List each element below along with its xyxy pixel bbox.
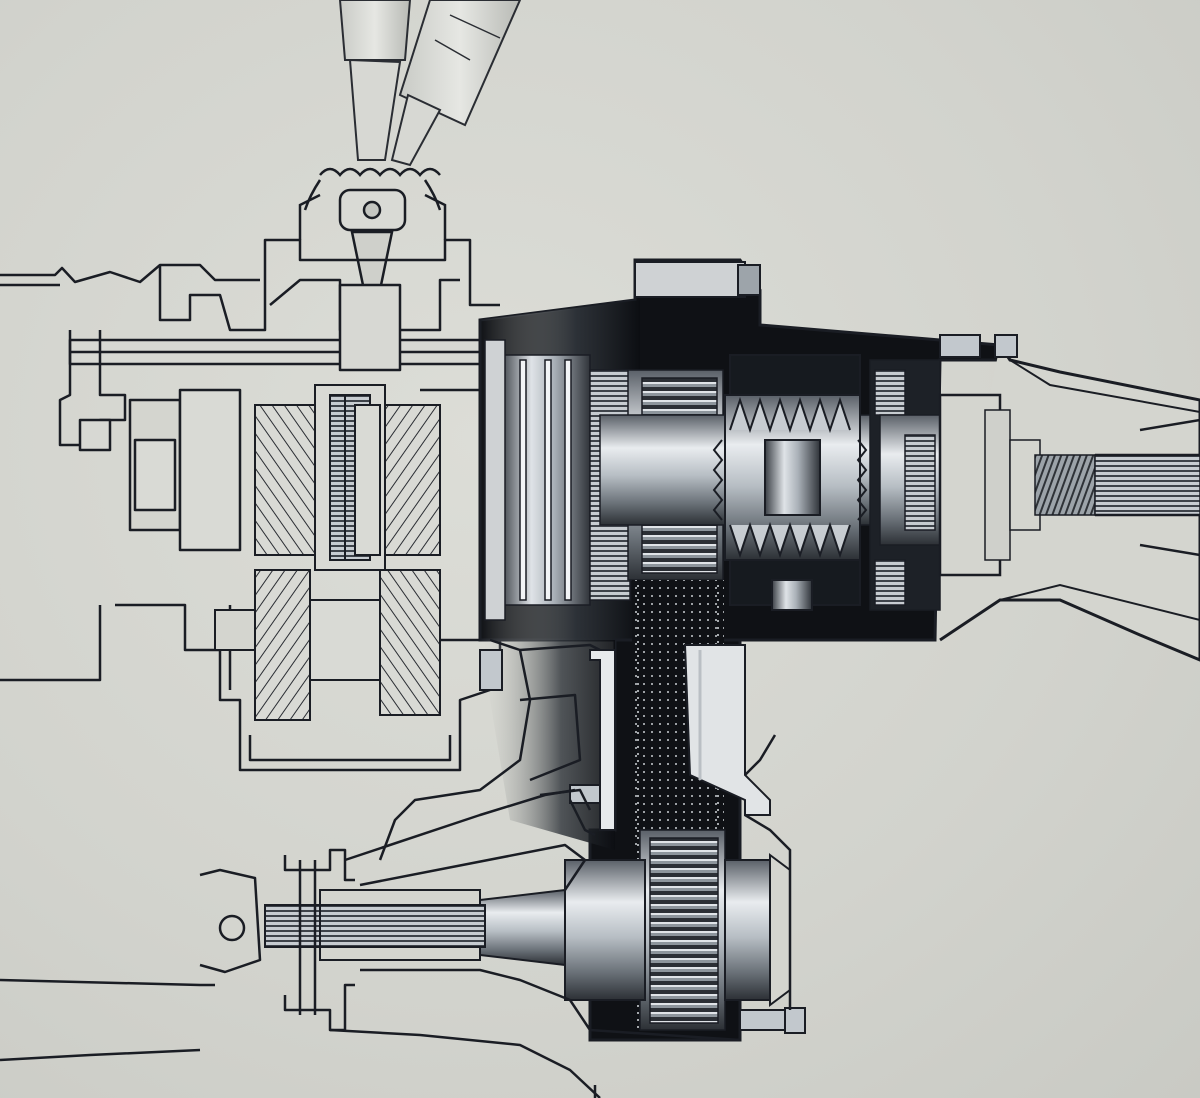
- front-output-shaft: [264, 853, 791, 1007]
- main-shaft-gears: [254, 384, 441, 571]
- center-differential: [712, 354, 868, 611]
- lower-mid-housing: [378, 638, 601, 861]
- chain-housing-partition: [589, 644, 771, 831]
- shift-boot: [298, 167, 447, 292]
- counter-shaft-gears: [214, 569, 441, 721]
- lower-driven-sprocket: [639, 829, 726, 1031]
- right-housing-outline: [744, 734, 792, 1010]
- output-coupling: [869, 359, 1200, 611]
- shift-lever: [338, 0, 522, 167]
